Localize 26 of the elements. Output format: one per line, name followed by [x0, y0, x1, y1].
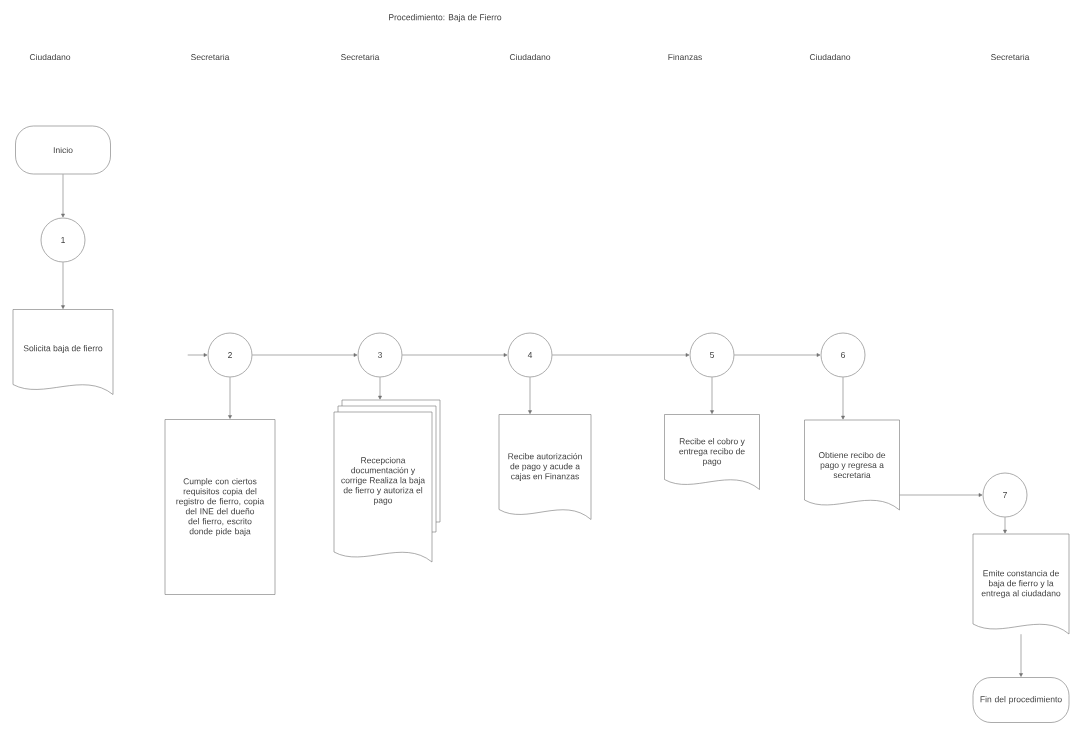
arrow: [228, 377, 232, 419]
arrow: [1003, 517, 1007, 534]
arrow: [1019, 633, 1023, 677]
arrow: [552, 353, 690, 357]
lane-header: Ciudadano: [29, 53, 71, 61]
lane-header: Secretaria: [341, 53, 380, 61]
arrow: [841, 377, 845, 420]
lane-header: Secretaria: [991, 53, 1030, 61]
arrow: [61, 174, 65, 218]
lane-header: Ciudadano: [809, 53, 851, 61]
arrow: [187, 353, 208, 357]
arrow: [61, 262, 65, 309]
arrow: [899, 493, 983, 497]
arrow: [734, 353, 821, 357]
arrow: [378, 377, 382, 400]
arrow: [710, 377, 714, 414]
lane-header: Ciudadano: [509, 53, 551, 61]
terminator: Fin del procedimiento: [972, 677, 1070, 723]
arrow: [252, 353, 358, 357]
diagram-title: Procedimiento: Baja de Fierro: [389, 14, 502, 22]
process-box: Cumple con ciertos requisitos copia del registro de fierro, copia del INE del dueño del fierro, escrito donde pide baja: [164, 419, 276, 595]
lane-header: Finanzas: [668, 53, 702, 61]
arrow: [402, 353, 508, 357]
terminator: Inicio: [15, 125, 111, 175]
lane-header: Secretaria: [191, 53, 230, 61]
arrow: [528, 377, 532, 414]
